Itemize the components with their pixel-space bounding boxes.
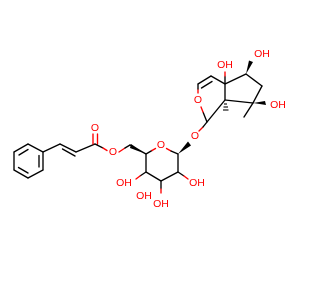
molecule-diagram: O O O O O OH OH OH OH OH OH OH <box>13 48 286 210</box>
ester-oxygen: O <box>109 146 117 158</box>
cinnamoyl-chain <box>42 133 147 157</box>
benzene-ring <box>13 143 44 179</box>
hydroxyl-sugar-c3: OH <box>153 198 169 210</box>
hydroxyl-sugar-c3b: OH <box>136 190 152 202</box>
hydroxyl-sugar-c4: OH <box>116 177 132 189</box>
glucose-ring-oxygen: O <box>157 139 165 151</box>
atom-labels: O O O O O OH OH OH OH OH OH OH <box>91 48 286 210</box>
hydroxyl-c5: OH <box>254 48 270 60</box>
hash-c7a <box>223 103 229 111</box>
glycosidic-oxygen: O <box>191 130 199 142</box>
glucose-ring <box>130 141 191 194</box>
pyran-ring-oxygen: O <box>194 94 202 106</box>
hydroxyl-c7: OH <box>270 99 286 111</box>
hydroxyl-c4a: OH <box>217 59 233 71</box>
ester-carbonyl-oxygen: O <box>91 122 99 134</box>
hydroxyl-sugar-c2: OH <box>189 177 205 189</box>
structure-drawing: O O O O O OH OH OH OH OH OH OH <box>13 48 286 210</box>
iridoid-core <box>197 60 266 132</box>
